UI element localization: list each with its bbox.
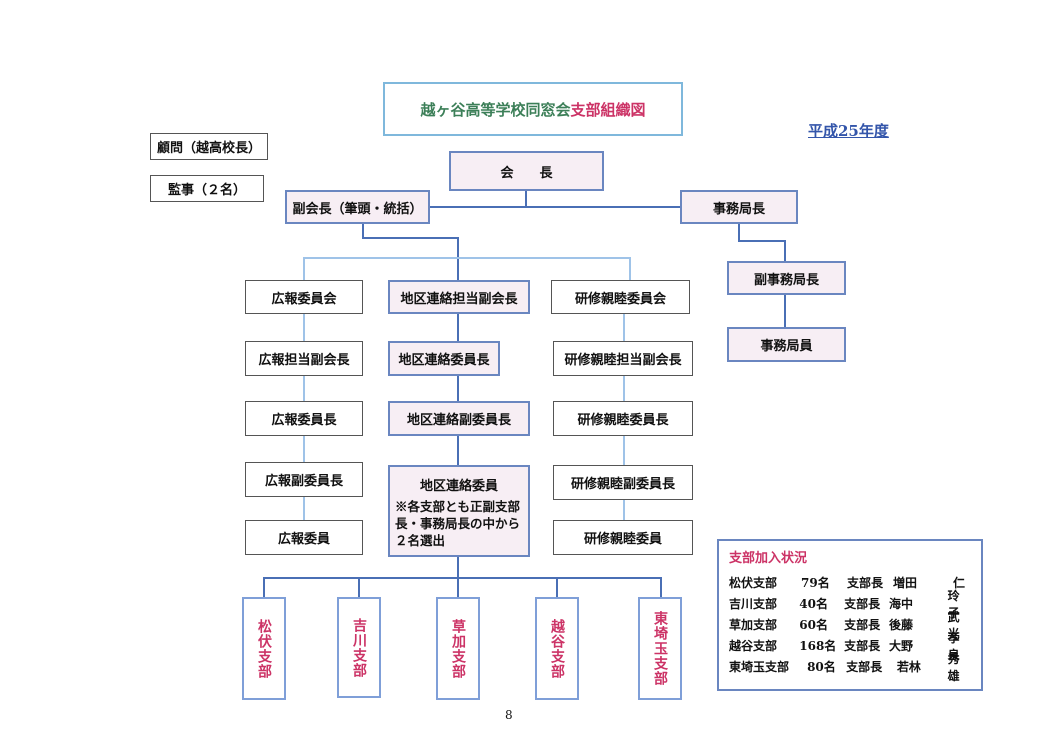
line-to-branch-5 [660,577,662,598]
branch-yoshikawa: 吉川支部 [337,597,381,698]
branch-soka: 草加支部 [436,597,480,700]
district-chair-box: 地区連絡委員長 [388,341,500,376]
membership-count: 40名 [799,597,828,611]
line-vp-horizontal [362,237,459,239]
line-deputy-to-staff [784,294,786,328]
line-president-down [525,190,527,207]
line-to-pr [303,257,305,281]
membership-surname: 大野 [889,639,914,653]
line-to-branch-3 [457,577,459,598]
district-vice-chair-box: 地区連絡副委員長 [388,401,530,436]
membership-count: 79名 [801,576,830,590]
auditor-box: 監事（２名） [150,175,264,202]
chart-title: 越ヶ谷高等学校同窓会支部組織図 [383,82,683,136]
pr-vice-chair-box: 広報副委員長 [245,462,363,497]
membership-given-name: 仁 [953,576,966,590]
membership-row: 草加支部 60名 支部長後藤 武光 [729,610,971,641]
page-number: 8 [505,708,513,722]
secretariat-staff-box: 事務局員 [727,327,846,362]
membership-count: 60名 [799,618,828,632]
title-chart: 支部組織図 [570,100,646,119]
fiscal-year: 平成25年度 [808,122,889,140]
president-box: 会 長 [449,151,604,191]
line-vp-down [362,224,364,238]
membership-branch: 越谷支部 [729,639,778,653]
membership-row: 吉川支部 40名 支部長海中 玲子 [729,589,971,620]
membership-role: 支部長 [844,618,881,632]
pr-committee-box: 広報委員会 [245,280,363,314]
membership-branch: 東埼玉支部 [729,660,790,674]
line-to-branch-2 [358,577,360,598]
branch-soka-label: 草加支部 [450,618,466,679]
membership-surname: 増田 [893,576,918,590]
membership-branch: 草加支部 [729,618,778,632]
membership-row: 越谷支部 168名支部長大野 孝良 [729,631,971,662]
deputy-secretary-box: 副事務局長 [727,261,846,295]
line-to-branch-4 [556,577,558,598]
training-chair-box: 研修親睦委員長 [553,401,693,436]
membership-given-name: 秀雄 [947,651,960,683]
district-member-note: ※各支部とも正副支部長・事務局長の中から２名選出 [395,499,521,548]
line-to-deputy [784,240,786,262]
district-member-title: 地区連絡委員 [419,479,498,494]
line-committees-horizontal [303,257,631,259]
membership-surname: 後藤 [889,618,914,632]
district-vice-president-box: 地区連絡担当副会長 [388,280,530,314]
branch-koshigaya-label: 越谷支部 [549,618,565,679]
membership-row: 東埼玉支部 80名支部長若林 秀雄 [729,652,971,683]
line-branches-horizontal [263,577,662,579]
line-to-branch-1 [263,577,265,598]
title-school: 越ヶ谷高等学校同窓会 [420,100,571,119]
membership-branch: 松伏支部 [729,576,778,590]
membership-role: 支部長 [846,660,883,674]
line-district-column [457,314,459,466]
district-member-box: 地区連絡委員 ※各支部とも正副支部長・事務局長の中から２名選出 [388,465,530,557]
pr-member-box: 広報委員 [245,520,363,555]
branch-yoshikawa-label: 吉川支部 [351,617,367,678]
branch-koshigaya: 越谷支部 [535,597,579,700]
advisor-box: 顧問（越高校長） [150,133,268,160]
line-sg-horizontal [738,240,786,242]
membership-given-name: 玲子 [947,588,960,620]
line-to-training [629,257,631,281]
branch-higashi-saitama: 東埼玉支部 [638,597,682,700]
secretary-general-box: 事務局長 [680,190,798,224]
training-vice-president-box: 研修親睦担当副会長 [553,341,693,376]
branch-matsubushi-label: 松伏支部 [256,618,272,679]
membership-surname: 若林 [896,660,921,674]
line-top-horizontal [430,206,681,208]
pr-chair-box: 広報委員長 [245,401,363,436]
membership-given-name: 孝良 [947,630,960,662]
membership-title: 支部加入状況 [729,551,808,566]
membership-branch: 吉川支部 [729,597,778,611]
membership-role: 支部長 [844,639,881,653]
membership-role: 支部長 [844,597,881,611]
vice-president-box: 副会長（筆頭・統括） [285,190,430,224]
branch-higashi-saitama-label: 東埼玉支部 [652,611,668,686]
training-committee-box: 研修親睦委員会 [551,280,690,314]
membership-given-name: 武光 [947,609,960,641]
membership-role: 支部長 [847,576,884,590]
membership-count: 168名 [799,639,837,653]
line-sg-down [738,224,740,242]
line-district-to-branches [457,556,459,578]
training-member-box: 研修親睦委員 [553,520,693,555]
branch-matsubushi: 松伏支部 [242,597,286,700]
membership-count: 80名 [807,660,836,674]
membership-surname: 海中 [889,597,914,611]
training-vice-chair-box: 研修親睦副委員長 [553,465,693,500]
membership-row: 松伏支部 79名 支部長増田 仁 [729,572,971,593]
pr-vice-president-box: 広報担当副会長 [245,341,363,376]
